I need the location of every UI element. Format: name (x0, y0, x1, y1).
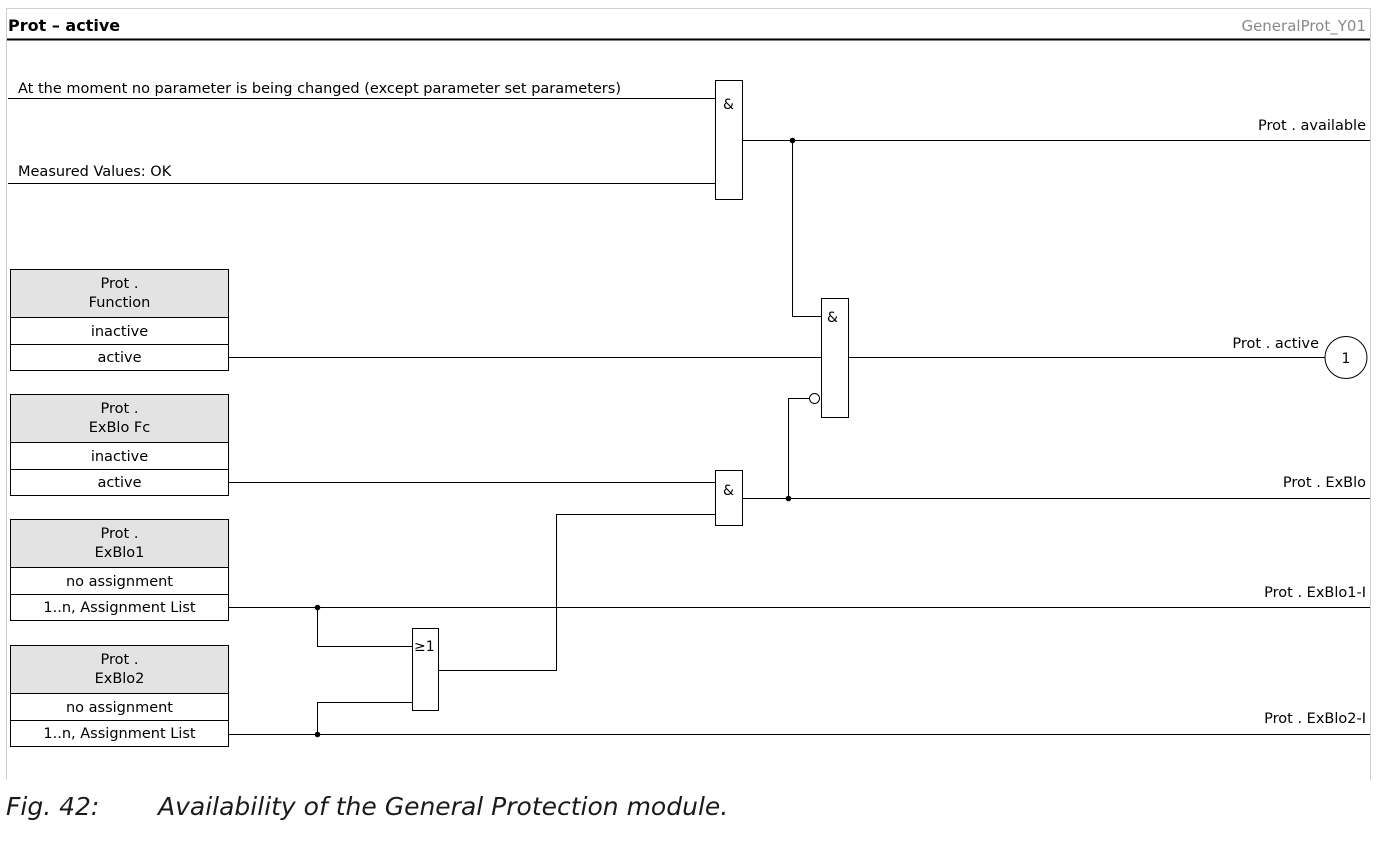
connector-circle (1324, 336, 1368, 379)
connector-ref: 1 (1342, 351, 1351, 367)
param-box-title: ExBlo2 (95, 671, 145, 687)
param-box-exblo1: Prot . ExBlo1 no assignment 1..n, Assign… (10, 519, 229, 621)
junction-dot (789, 137, 796, 144)
param-box-function: Prot . Function inactive active (10, 269, 229, 371)
and-gate-exblo (715, 470, 743, 526)
and-symbol: & (827, 310, 838, 326)
param-box-exblo-fc: Prot . ExBlo Fc inactive active (10, 394, 229, 496)
or-symbol: ≥1 (414, 639, 435, 655)
input-label-no-param-change: At the moment no parameter is being chan… (18, 81, 621, 97)
input-label-measured-ok: Measured Values: OK (18, 164, 172, 180)
and-gate-available (715, 80, 743, 200)
param-box-title: Prot . (101, 526, 139, 542)
figure-caption: Fig. 42: Availability of the General Prot… (6, 792, 728, 821)
junction-dot (314, 731, 321, 738)
param-option: no assignment (66, 574, 173, 590)
param-option: no assignment (66, 700, 173, 716)
logic-diagram: Prot – active GeneralProt_Y01 (6, 8, 1371, 780)
figure-caption-text: Availability of the General Protection m… (158, 792, 729, 821)
and-gate-active (821, 298, 849, 418)
output-label-exblo1: Prot . ExBlo1-I (1264, 585, 1366, 601)
figure-number: Fig. 42: (6, 792, 100, 821)
diagram-code: GeneralProt_Y01 (1241, 17, 1366, 36)
and-symbol: & (723, 97, 734, 113)
junction-dot (314, 604, 321, 611)
param-box-title: ExBlo1 (95, 545, 145, 561)
param-box-title: Function (89, 295, 151, 311)
output-label-active: Prot . active (1232, 336, 1319, 352)
param-box-exblo2: Prot . ExBlo2 no assignment 1..n, Assign… (10, 645, 229, 747)
param-option: 1..n, Assignment List (43, 600, 195, 616)
param-box-title: Prot . (101, 276, 139, 292)
param-box-title: Prot . (101, 401, 139, 417)
junction-dot (785, 495, 792, 502)
output-label-exblo2: Prot . ExBlo2-I (1264, 711, 1366, 727)
or-gate-exblo (412, 628, 439, 711)
output-label-available: Prot . available (1258, 118, 1366, 134)
output-label-exblo: Prot . ExBlo (1283, 475, 1366, 491)
param-option: inactive (91, 324, 148, 340)
and-symbol: & (723, 483, 734, 499)
diagram-title: Prot – active (8, 16, 120, 35)
param-box-title: Prot . (101, 652, 139, 668)
param-option: 1..n, Assignment List (43, 726, 195, 742)
param-option: inactive (91, 449, 148, 465)
param-option: active (97, 475, 141, 491)
param-box-title: ExBlo Fc (89, 420, 151, 436)
param-option: active (97, 350, 141, 366)
page-frame (6, 8, 1371, 780)
